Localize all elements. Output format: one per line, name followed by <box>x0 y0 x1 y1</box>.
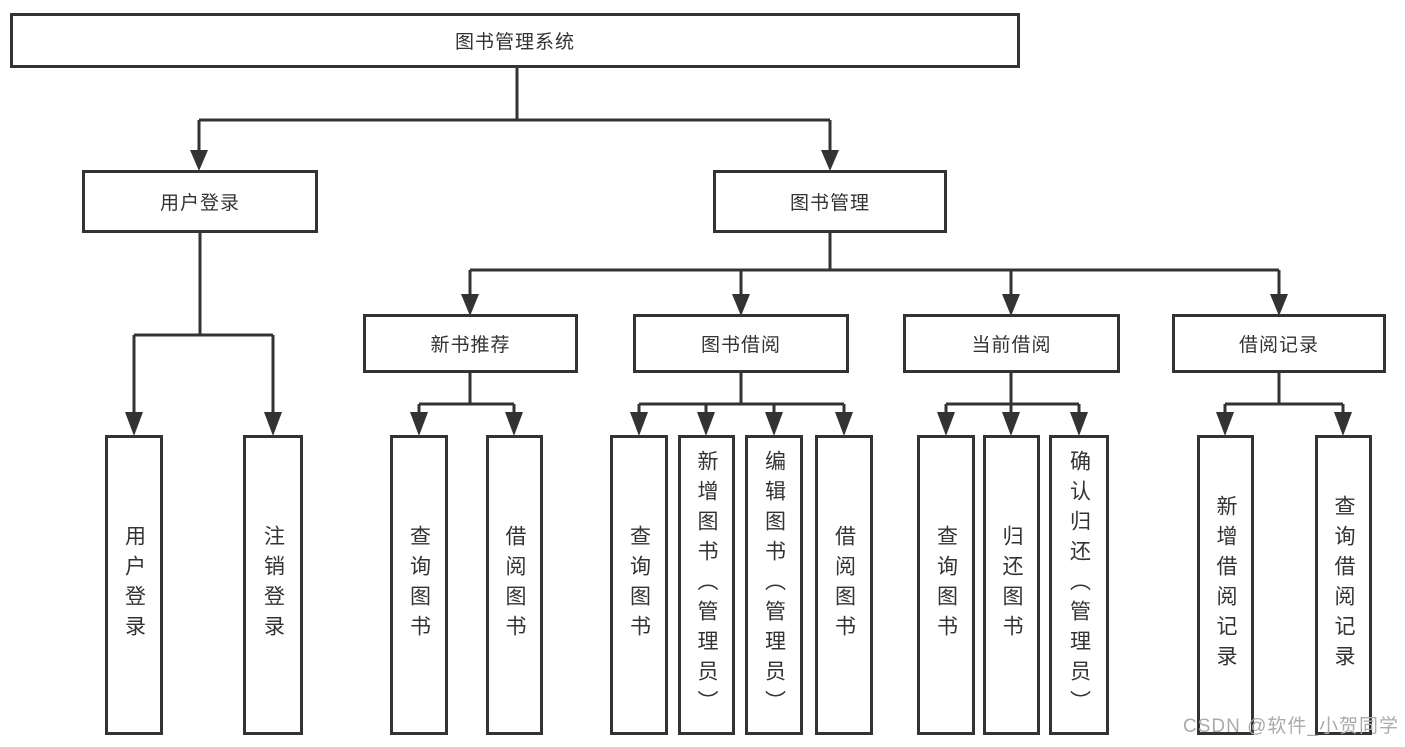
node-library-management-system-label: 图书管理系统 <box>454 32 575 53</box>
leaf-borrow-books-recommend: 借阅图书 <box>486 435 543 735</box>
leaf-borrow-books-recommend-label: 借阅图书 <box>503 525 526 645</box>
node-new-book-recommend-label: 新书推荐 <box>430 335 511 356</box>
node-user-login: 用户登录 <box>82 170 318 233</box>
node-borrowing-records-label: 借阅记录 <box>1238 335 1319 356</box>
csdn-watermark: CSDN @软件_小贺同学 <box>1183 716 1399 737</box>
leaf-borrow-books-label: 借阅图书 <box>832 525 856 645</box>
leaf-query-borrow-record-label: 查询借阅记录 <box>1332 495 1355 675</box>
leaf-edit-books-admin-label: 编辑图书（管理员） <box>762 450 786 720</box>
leaf-return-books: 归还图书 <box>983 435 1040 735</box>
leaf-query-books-borrowing: 查询图书 <box>610 435 668 735</box>
node-new-book-recommend: 新书推荐 <box>363 314 578 373</box>
leaf-user-login: 用户登录 <box>105 435 163 735</box>
leaf-query-books-recommend: 查询图书 <box>390 435 448 735</box>
leaf-query-books-recommend-label: 查询图书 <box>407 525 431 645</box>
node-user-login-label: 用户登录 <box>159 193 240 214</box>
node-current-borrowing-label: 当前借阅 <box>971 335 1052 356</box>
leaf-confirm-return-admin: 确认归还（管理员） <box>1049 435 1109 735</box>
leaf-query-books-current: 查询图书 <box>917 435 975 735</box>
node-book-borrowing: 图书借阅 <box>633 314 849 373</box>
node-book-management-label: 图书管理 <box>789 193 870 214</box>
node-library-management-system: 图书管理系统 <box>10 13 1020 68</box>
leaf-add-books-admin-label: 新增图书（管理员） <box>695 450 718 720</box>
node-current-borrowing: 当前借阅 <box>903 314 1120 373</box>
node-book-borrowing-label: 图书借阅 <box>700 335 781 356</box>
leaf-query-borrow-record: 查询借阅记录 <box>1315 435 1372 735</box>
leaf-logout-label: 注销登录 <box>261 525 285 645</box>
leaf-query-books-borrowing-label: 查询图书 <box>627 525 651 645</box>
leaf-edit-books-admin: 编辑图书（管理员） <box>745 435 803 735</box>
leaf-add-borrow-record: 新增借阅记录 <box>1197 435 1254 735</box>
leaf-borrow-books: 借阅图书 <box>815 435 873 735</box>
leaf-query-books-current-label: 查询图书 <box>934 525 958 645</box>
node-borrowing-records: 借阅记录 <box>1172 314 1386 373</box>
leaf-user-login-label: 用户登录 <box>122 525 146 645</box>
leaf-confirm-return-admin-label: 确认归还（管理员） <box>1067 450 1091 720</box>
node-book-management: 图书管理 <box>713 170 947 233</box>
leaf-logout: 注销登录 <box>243 435 303 735</box>
leaf-add-borrow-record-label: 新增借阅记录 <box>1214 495 1237 675</box>
leaf-add-books-admin: 新增图书（管理员） <box>678 435 735 735</box>
leaf-return-books-label: 归还图书 <box>1000 525 1023 645</box>
